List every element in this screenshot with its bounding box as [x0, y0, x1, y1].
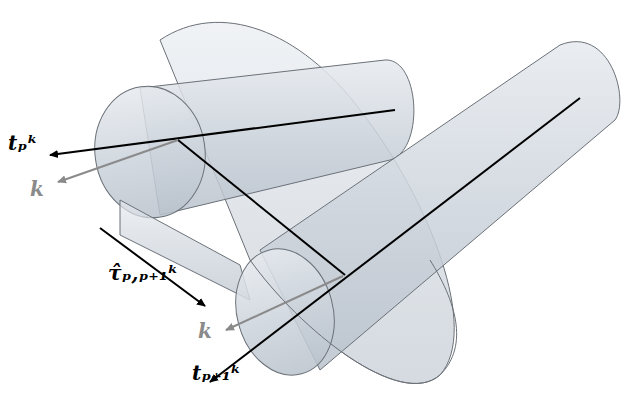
vector-label: τ̂ₚ,ₚ₊₁ᵏ: [108, 262, 178, 284]
solid-bodies: [86, 22, 620, 386]
vector-lines: [50, 98, 580, 382]
vector-label: tₚᵏ: [8, 132, 38, 154]
vector-label: tₚ₊₁ᵏ: [192, 362, 241, 384]
axis-label: k: [198, 320, 212, 342]
axis-label: k: [30, 178, 44, 200]
